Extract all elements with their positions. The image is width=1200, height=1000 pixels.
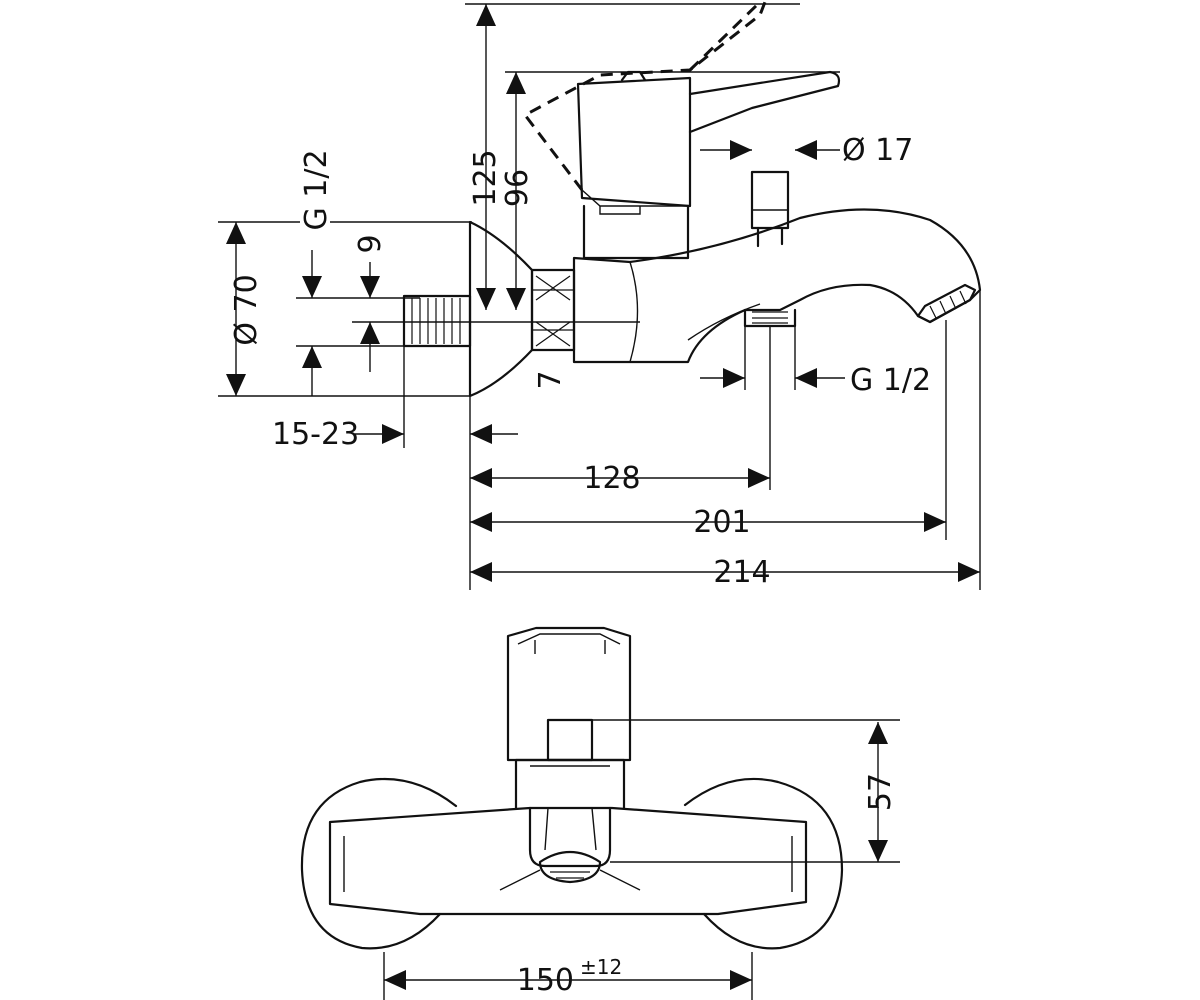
arrow-201-left: [470, 512, 492, 532]
aerator-hatch: [929, 290, 967, 319]
lever-bevel: [581, 189, 690, 207]
side-view: 125 96 Ø 17 G 1/2 Ø 70 9 7 15-23 G 1/2 1…: [218, 0, 982, 862]
arrow-g12-left: [723, 368, 745, 388]
front-lever: [506, 626, 632, 762]
cartridge-housing: [582, 204, 690, 260]
union-nut-hatch: [532, 275, 574, 347]
arrow-70-bottom: [226, 374, 246, 396]
label-outlet-thread: G 1/2: [850, 363, 931, 398]
label-length-total: 214: [713, 555, 770, 590]
lever-body: [576, 76, 692, 208]
union-nut: [530, 268, 576, 352]
cartridge-collar: [599, 206, 641, 215]
arrow-57-bottom: [868, 840, 888, 862]
label-rosette-diameter: Ø 70: [229, 274, 264, 345]
label-inlet-offset-bottom: 7: [533, 370, 568, 389]
front-spout: [528, 806, 612, 868]
arrow-150-right: [730, 970, 752, 990]
label-height-total: 125: [468, 149, 503, 206]
label-height-lever: 96: [500, 169, 535, 207]
extension-lines: [218, 3, 981, 590]
front-aerator-hatch: [548, 865, 592, 879]
label-centres: 150: [517, 963, 574, 998]
arrow-128-left: [470, 468, 492, 488]
front-view: 57 150 ±12: [300, 626, 900, 1000]
arrow-96-top: [506, 72, 526, 94]
label-inlet-offset-top: 9: [353, 234, 388, 253]
front-body: [328, 806, 808, 916]
diverter-stem: [756, 226, 784, 248]
arrow-128-right: [748, 468, 770, 488]
arrow-214-right: [958, 562, 980, 582]
front-aerator: [538, 851, 602, 884]
arrow-g12-right: [795, 368, 817, 388]
shower-outlet-hatch: [752, 311, 788, 324]
front-cartridge: [546, 718, 594, 762]
front-lever-top-detail: [517, 633, 621, 654]
label-length-outlet: 128: [583, 461, 640, 496]
arrow-57-top: [868, 722, 888, 744]
front-extension-lines: [383, 719, 900, 1000]
front-body-inner: [343, 836, 793, 892]
front-collar: [514, 758, 626, 810]
arrow-7: [360, 322, 380, 344]
arrow-70-top: [226, 222, 246, 244]
inlet-pipe: [402, 294, 472, 348]
arrow-inlet-top: [302, 276, 322, 298]
raised-lever-outline: [522, 1, 767, 191]
diverter-knob: [750, 170, 790, 230]
spout-inner-line: [629, 261, 639, 363]
arrow-15-23-right: [382, 424, 404, 444]
arrow-214-left: [470, 562, 492, 582]
front-spout-flare: [499, 869, 641, 891]
arrow-125-top: [476, 4, 496, 26]
label-length-spout: 201: [693, 505, 750, 540]
label-inlet-thread: G 1/2: [299, 149, 334, 230]
arrow-125-bottom: [476, 288, 496, 310]
arrow-96-bottom: [506, 288, 526, 310]
arrow-201-right: [924, 512, 946, 532]
label-centres-tolerance: ±12: [580, 955, 622, 979]
inlet-thread: [411, 298, 461, 344]
left-rosette: [300, 777, 458, 950]
label-rosette-offset: 15-23: [272, 417, 359, 452]
arrow-9: [360, 276, 380, 298]
lever-handle: [688, 70, 841, 134]
front-spout-inner: [544, 807, 597, 851]
arrow-17-right: [795, 140, 817, 160]
right-rosette: [683, 777, 844, 950]
label-lever-pin-diameter: Ø 17: [842, 133, 913, 168]
spout-underside: [687, 303, 761, 341]
aerator: [916, 283, 977, 324]
arrow-150-left: [384, 970, 406, 990]
arrow-15-23-left: [470, 424, 492, 444]
arrow-17-left: [730, 140, 752, 160]
label-front-height: 57: [863, 773, 898, 811]
raised-lever-outline-2: [688, 0, 762, 72]
rosette: [468, 220, 534, 398]
arrow-inlet-bottom: [302, 346, 322, 368]
